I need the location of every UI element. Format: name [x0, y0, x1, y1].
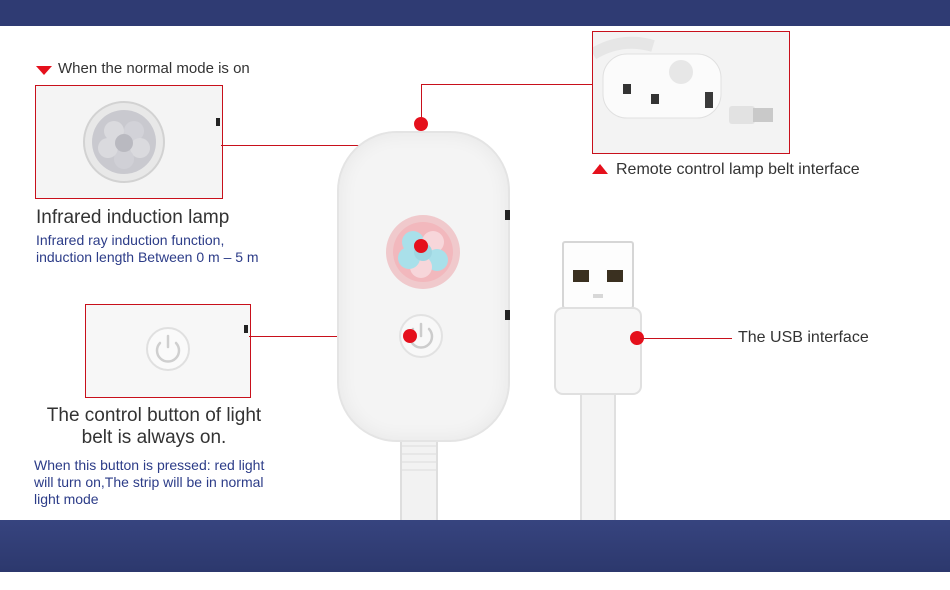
usb-marker-dot: [630, 331, 644, 345]
ir-marker-dot: [414, 239, 428, 253]
triangle-down-icon: [36, 66, 52, 75]
control-button-photo: [85, 304, 251, 398]
device-clip: [505, 210, 510, 220]
power-icon[interactable]: [397, 312, 445, 360]
remote-interface-caption: Remote control lamp belt interface: [616, 161, 860, 178]
triangle-up-icon: [592, 164, 608, 174]
control-button-title: The control button of light belt is alwa…: [46, 405, 262, 448]
ir-sensor-photo: [35, 85, 223, 199]
ir-connector-line: [221, 145, 421, 146]
usb-plug: [554, 241, 642, 522]
device-clip: [505, 310, 510, 320]
remote-interface-photo: [592, 31, 790, 154]
button-connector-line: [249, 336, 409, 337]
ir-lamp-title: Infrared induction lamp: [36, 207, 230, 228]
remote-marker-dot: [414, 117, 428, 131]
device-cable: [400, 436, 438, 520]
top-banner: [0, 0, 950, 26]
remote-connector-line-vertical: [421, 84, 422, 124]
usb-interface-caption: The USB interface: [738, 329, 869, 346]
normal-mode-caption: When the normal mode is on: [58, 60, 250, 77]
bottom-banner: [0, 520, 950, 590]
usb-connector-line: [640, 338, 732, 339]
ir-lamp-description: Infrared ray induction function, inducti…: [36, 232, 259, 265]
remote-connector-line: [421, 84, 593, 85]
button-marker-dot: [403, 329, 417, 343]
control-button-description: When this button is pressed: red light w…: [34, 457, 265, 507]
